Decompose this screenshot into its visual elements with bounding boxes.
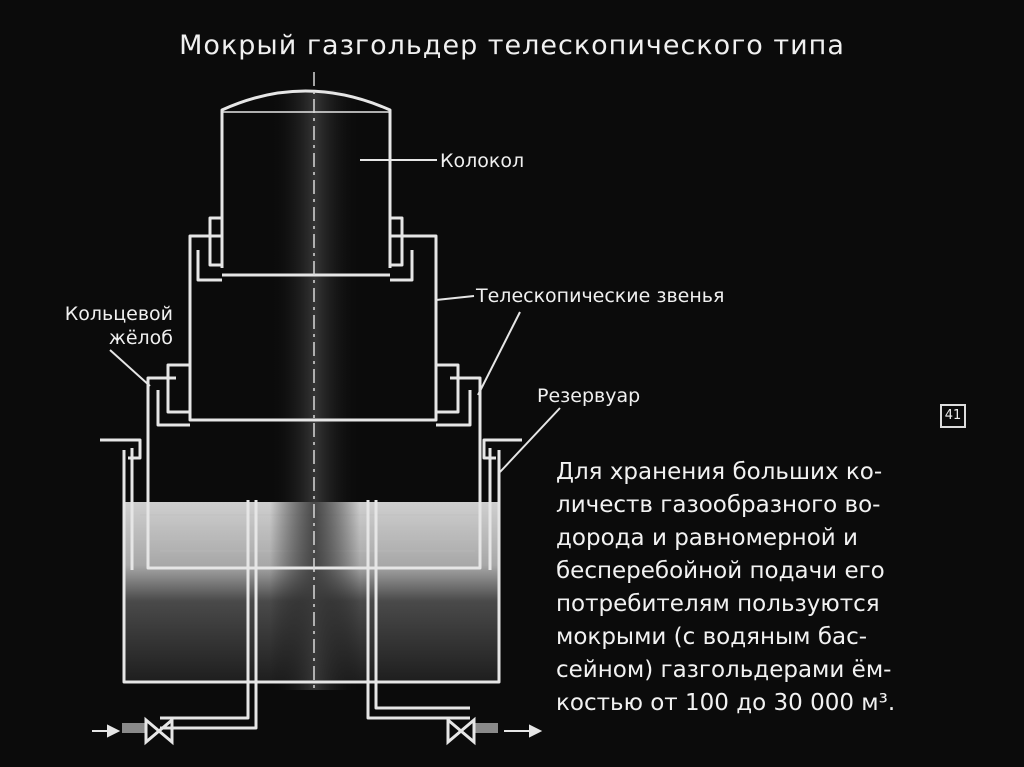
inlet-pipe bbox=[160, 500, 250, 720]
reservoir-outline bbox=[122, 450, 501, 684]
description-text: Для хранения больших ко- личеств газообр… bbox=[556, 456, 970, 720]
description-line: Для хранения больших ко- bbox=[556, 459, 883, 485]
page-title: Мокрый газгольдер телескопического типа bbox=[179, 30, 845, 61]
label-ring-trough: Кольцевой жёлоб bbox=[38, 302, 173, 350]
upper-link-outline bbox=[188, 234, 438, 422]
upper-link-seal-right bbox=[436, 363, 460, 414]
outlet-pipe bbox=[366, 500, 470, 720]
description-line: дорода и равномерной и bbox=[556, 525, 858, 551]
leader-ring-trough bbox=[109, 349, 151, 387]
inlet-valve bbox=[144, 716, 174, 746]
page-number: 41 bbox=[940, 404, 966, 428]
outlet-valve bbox=[446, 716, 476, 746]
inlet-arrow bbox=[92, 724, 121, 738]
description-line: мокрыми (с водяным бас- bbox=[556, 624, 868, 650]
bell-seal-left bbox=[208, 216, 222, 267]
lower-link-outline bbox=[146, 376, 482, 570]
description-line: сейном) газгольдерами ём- bbox=[556, 657, 892, 683]
inlet-pipe-inner bbox=[160, 500, 258, 730]
reservoir-rim-left bbox=[100, 438, 142, 460]
outlet-pipe-stub bbox=[474, 723, 498, 733]
upper-link-trough-right bbox=[390, 250, 414, 282]
label-bell: Колокол bbox=[440, 150, 525, 172]
description-line: потребителям пользуются bbox=[556, 591, 880, 617]
upper-link-trough-left bbox=[196, 250, 222, 282]
leader-telescopic-1 bbox=[435, 295, 475, 301]
outlet-pipe-inner bbox=[374, 500, 470, 710]
label-reservoir: Резервуар bbox=[537, 385, 641, 407]
description-line: костью от 100 до 30 000 м³. bbox=[556, 690, 896, 716]
center-shading bbox=[270, 90, 360, 690]
lower-link-trough-right bbox=[436, 390, 472, 427]
description-line: бесперебойной подачи его bbox=[556, 558, 885, 584]
outlet-arrow bbox=[504, 724, 543, 738]
label-ring-trough-line2: жёлоб bbox=[108, 327, 173, 349]
leader-telescopic-2 bbox=[477, 311, 521, 396]
leader-reservoir bbox=[499, 407, 561, 473]
description-line: личеств газообразного во- bbox=[556, 492, 881, 518]
inlet-pipe-stub bbox=[122, 723, 146, 733]
lower-link-trough-left bbox=[156, 390, 190, 427]
label-telescopic-links: Телескопические звенья bbox=[476, 285, 725, 307]
label-ring-trough-line1: Кольцевой bbox=[64, 303, 173, 325]
upper-link-seal-left bbox=[166, 363, 190, 414]
bell-outline bbox=[220, 89, 392, 268]
bell-seal-right bbox=[390, 216, 404, 267]
